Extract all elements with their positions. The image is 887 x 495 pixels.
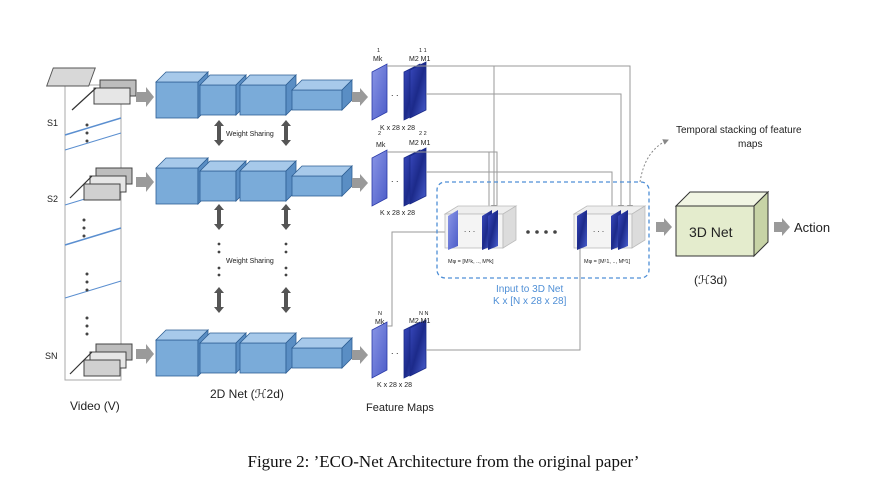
stacked-feature-cube-2: . . . Mφ = [M¹1, .., Mᴺ1] [572, 205, 647, 265]
svg-text:2 2: 2 2 [419, 131, 427, 137]
input-3d-label-2: K x [N x 28 x 28] [493, 296, 567, 307]
video-to-2dnet-arrows [136, 87, 154, 364]
2dnet-row-2 [155, 157, 353, 205]
net-row-2-layer-2 [199, 160, 247, 202]
feature-map-group-2: . . 2 2 2 Mk M2 M1 K x 28 x 28 [371, 131, 431, 217]
video-dots [82, 123, 89, 336]
video-column: S1 S2 SN Video (V) [45, 67, 137, 413]
svg-text:. .: . . [391, 88, 399, 98]
net-row-2-layer-4 [291, 165, 353, 197]
svg-text:1 1: 1 1 [419, 48, 427, 54]
label-m2m1-n: M2 M1 [409, 318, 431, 325]
temporal-stacking-annotation: Temporal stacking of feature maps [639, 125, 802, 183]
weight-sharing-top: Weight Sharing [214, 120, 291, 146]
svg-text:N N: N N [419, 311, 429, 317]
net-row-1-layer-1 [155, 71, 209, 119]
label-mk-2: Mk [376, 142, 386, 149]
feature-map-group-n: . . N N N Mk M2 M1 K x 28 x 28 [371, 311, 431, 389]
weight-sharing-label-2: Weight Sharing [226, 258, 274, 265]
temporal-label-2: maps [738, 139, 762, 150]
to-action-arrow [774, 218, 790, 236]
svg-text:. .: . . [391, 174, 399, 184]
svg-text:. . .: . . . [593, 225, 604, 234]
svg-text:2: 2 [378, 131, 381, 137]
figure-caption: Figure 2: ’ECO-Net Architecture from the… [247, 452, 640, 471]
feature-map-group-1: . . 1 1 1 Mk M2 M1 K x 28 x 28 [371, 48, 431, 132]
svg-text:. . .: . . . [464, 225, 475, 234]
m-phi-label-k: Mφ = [M¹k, .., Mᴺk] [448, 258, 494, 265]
input-3d-label-1: Input to 3D Net [496, 284, 563, 295]
label-h3d: (ℋ3d) [694, 273, 727, 287]
temporal-label-1: Temporal stacking of feature [676, 125, 802, 136]
m-phi-label-1: Mφ = [M¹1, .., Mᴺ1] [584, 258, 631, 265]
vertical-dots [217, 242, 288, 277]
label-s1: S1 [47, 118, 58, 128]
double-arrow-icon [214, 120, 291, 146]
label-action: Action [794, 220, 830, 235]
label-m2m1-1: M2 M1 [409, 56, 431, 63]
feature-maps: . . 1 1 1 Mk M2 M1 K x 28 x 28 . . 2 2 2… [366, 48, 434, 414]
label-3dnet: 3D Net [689, 224, 733, 240]
input-3d-box: . . . Mφ = [M¹k, .., Mᴺk] . . . Mφ = [M¹… [436, 181, 650, 307]
net-row-2-layer-3 [239, 160, 297, 202]
label-s2: S2 [47, 194, 58, 204]
net-row-1-layer-4 [291, 79, 353, 111]
label-sn: SN [45, 351, 58, 361]
svg-text:. .: . . [391, 346, 399, 356]
2dnet-row-n [155, 329, 353, 377]
net-row-n-layer-4 [291, 337, 353, 369]
2dnet-row-1 [155, 71, 353, 119]
net-row-n-layer-3 [239, 332, 297, 374]
double-arrow-icon [214, 204, 291, 313]
label-mk-n: Mk [375, 319, 385, 326]
net-row-n-layer-2 [199, 332, 247, 374]
video-frames-s1 [46, 67, 137, 111]
net-row-1-layer-3 [239, 74, 297, 116]
horizontal-dots [526, 230, 557, 234]
dim-label-2: K x 28 x 28 [380, 210, 415, 217]
video-frames-s2 [69, 167, 133, 201]
label-video: Video (V) [70, 399, 120, 413]
3dnet-block: 3D Net (ℋ3d) [674, 190, 770, 287]
svg-text:N: N [378, 311, 382, 317]
dim-label-n: K x 28 x 28 [377, 382, 412, 389]
svg-text:1: 1 [377, 48, 380, 54]
to-3dnet-arrow [656, 218, 672, 236]
video-frames-sn [69, 343, 133, 377]
stacked-feature-cube-1: . . . Mφ = [M¹k, .., Mᴺk] [443, 205, 518, 265]
dim-label-1: K x 28 x 28 [380, 125, 415, 132]
net-row-1-layer-2 [199, 74, 247, 116]
2dnet-to-feature-arrows [352, 88, 368, 364]
connector-lines [387, 65, 633, 351]
label-feature-maps: Feature Maps [366, 402, 434, 414]
label-2dnet: 2D Net (ℋ2d) [210, 387, 284, 401]
label-m2m1-2: M2 M1 [409, 140, 431, 147]
weight-sharing-mid: Weight Sharing [214, 204, 291, 313]
weight-sharing-label-1: Weight Sharing [226, 131, 274, 138]
label-mk-1: Mk [373, 56, 383, 63]
